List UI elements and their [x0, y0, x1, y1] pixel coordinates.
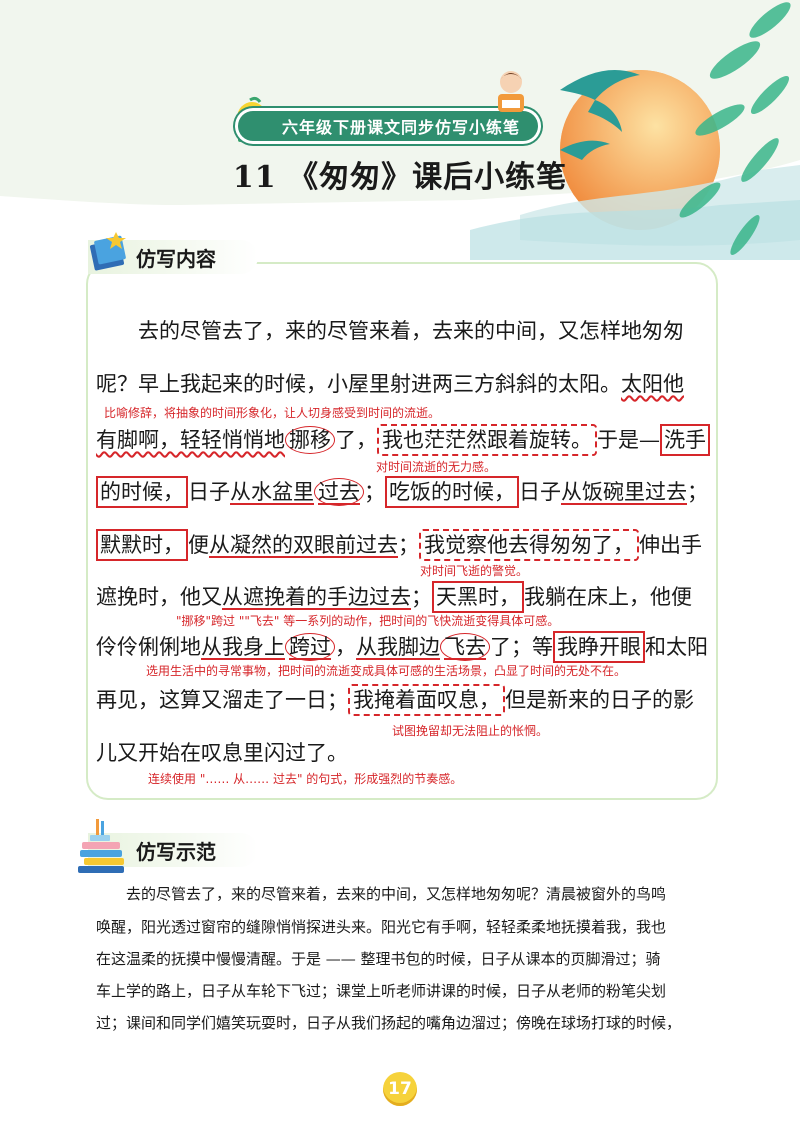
passage-line-2: 呢？早上我起来的时候，小屋里射进两三方斜斜的太阳。太阳他	[96, 372, 684, 396]
passage-box	[86, 262, 718, 800]
page-number: 17	[383, 1072, 417, 1106]
books-and-pencils-icon	[78, 819, 124, 873]
annotation-metaphor: 比喻修辞，将抽象的时间形象化，让人切身感受到时间的流逝。	[104, 406, 441, 420]
annotation-rhythm: 连续使用 "…… 从…… 过去" 的句式，形成强烈的节奏感。	[148, 772, 463, 786]
annotation-everyday-things: 选用生活中的寻常事物，把时间的流逝变成具体可感的生活场景，凸显了时间的无处不在。	[146, 664, 627, 678]
passage-line-8: 再见，这算又溜走了一日；我掩着面叹息，但是新来的日子的影	[96, 684, 694, 716]
header-decoration	[0, 0, 800, 260]
annotation-melancholy: 试图挽留却无法阻止的怅惘。	[392, 724, 549, 738]
annotation-alertness: 对时间飞逝的警觉。	[420, 564, 529, 578]
passage-line-7: 伶伶俐俐地从我身上跨过，从我脚边飞去了；等我睁开眼和太阳	[96, 631, 708, 663]
passage-line-3: 有脚啊，轻轻悄悄地挪移了，我也茫茫然跟着旋转。于是—洗手	[96, 424, 710, 456]
example-line-4: 车上学的路上，日子从车轮下飞过；课堂上听老师讲课的时候，日子从老师的粉笔尖划	[96, 982, 667, 1000]
passage-line-1: 去的尽管去了，来的尽管来着，去来的中间，又怎样地匆匆	[138, 319, 684, 343]
passage-line-9: 儿又开始在叹息里闪过了。	[96, 741, 348, 765]
example-line-2: 唤醒，阳光透过窗帘的缝隙悄悄探进头来。阳光它有手啊，轻轻柔柔地抚摸着我，我也	[96, 918, 667, 936]
book-stack-icon	[89, 232, 126, 271]
passage-line-6: 遮挽时，他又从遮挽着的手边过去；天黑时，我躺在床上，他便	[96, 581, 692, 613]
annotation-helplessness: 对时间流逝的无力感。	[376, 460, 497, 474]
example-line-1: 去的尽管去了，来的尽管来着，去来的中间，又怎样地匆匆呢？清晨被窗外的鸟鸣	[126, 885, 667, 903]
passage-line-5: 默默时，便从凝然的双眼前过去；我觉察他去得匆匆了，伸出手	[96, 529, 702, 561]
example-line-5: 过；课间和同学们嬉笑玩耍时，日子从我们扬起的嘴角边溜过；傍晚在球场打球的时候，	[96, 1014, 682, 1032]
example-line-3: 在这温柔的抚摸中慢慢清醒。于是 —— 整理书包的时候，日子从课本的页脚滑过；骑	[96, 950, 661, 968]
annotation-actions: "挪移"跨过 ""飞去" 等一系列的动作，把时间的飞快流逝变得具体可感。	[176, 614, 560, 628]
passage-line-4: 的时候，日子从水盆里过去；吃饭的时候，日子从饭碗里过去；	[96, 476, 708, 508]
lesson-title: 11 《匆匆》课后小练笔	[232, 160, 568, 195]
series-banner: 六年级下册课文同步仿写小练笔	[238, 111, 538, 141]
student-reading-icon	[498, 71, 524, 112]
